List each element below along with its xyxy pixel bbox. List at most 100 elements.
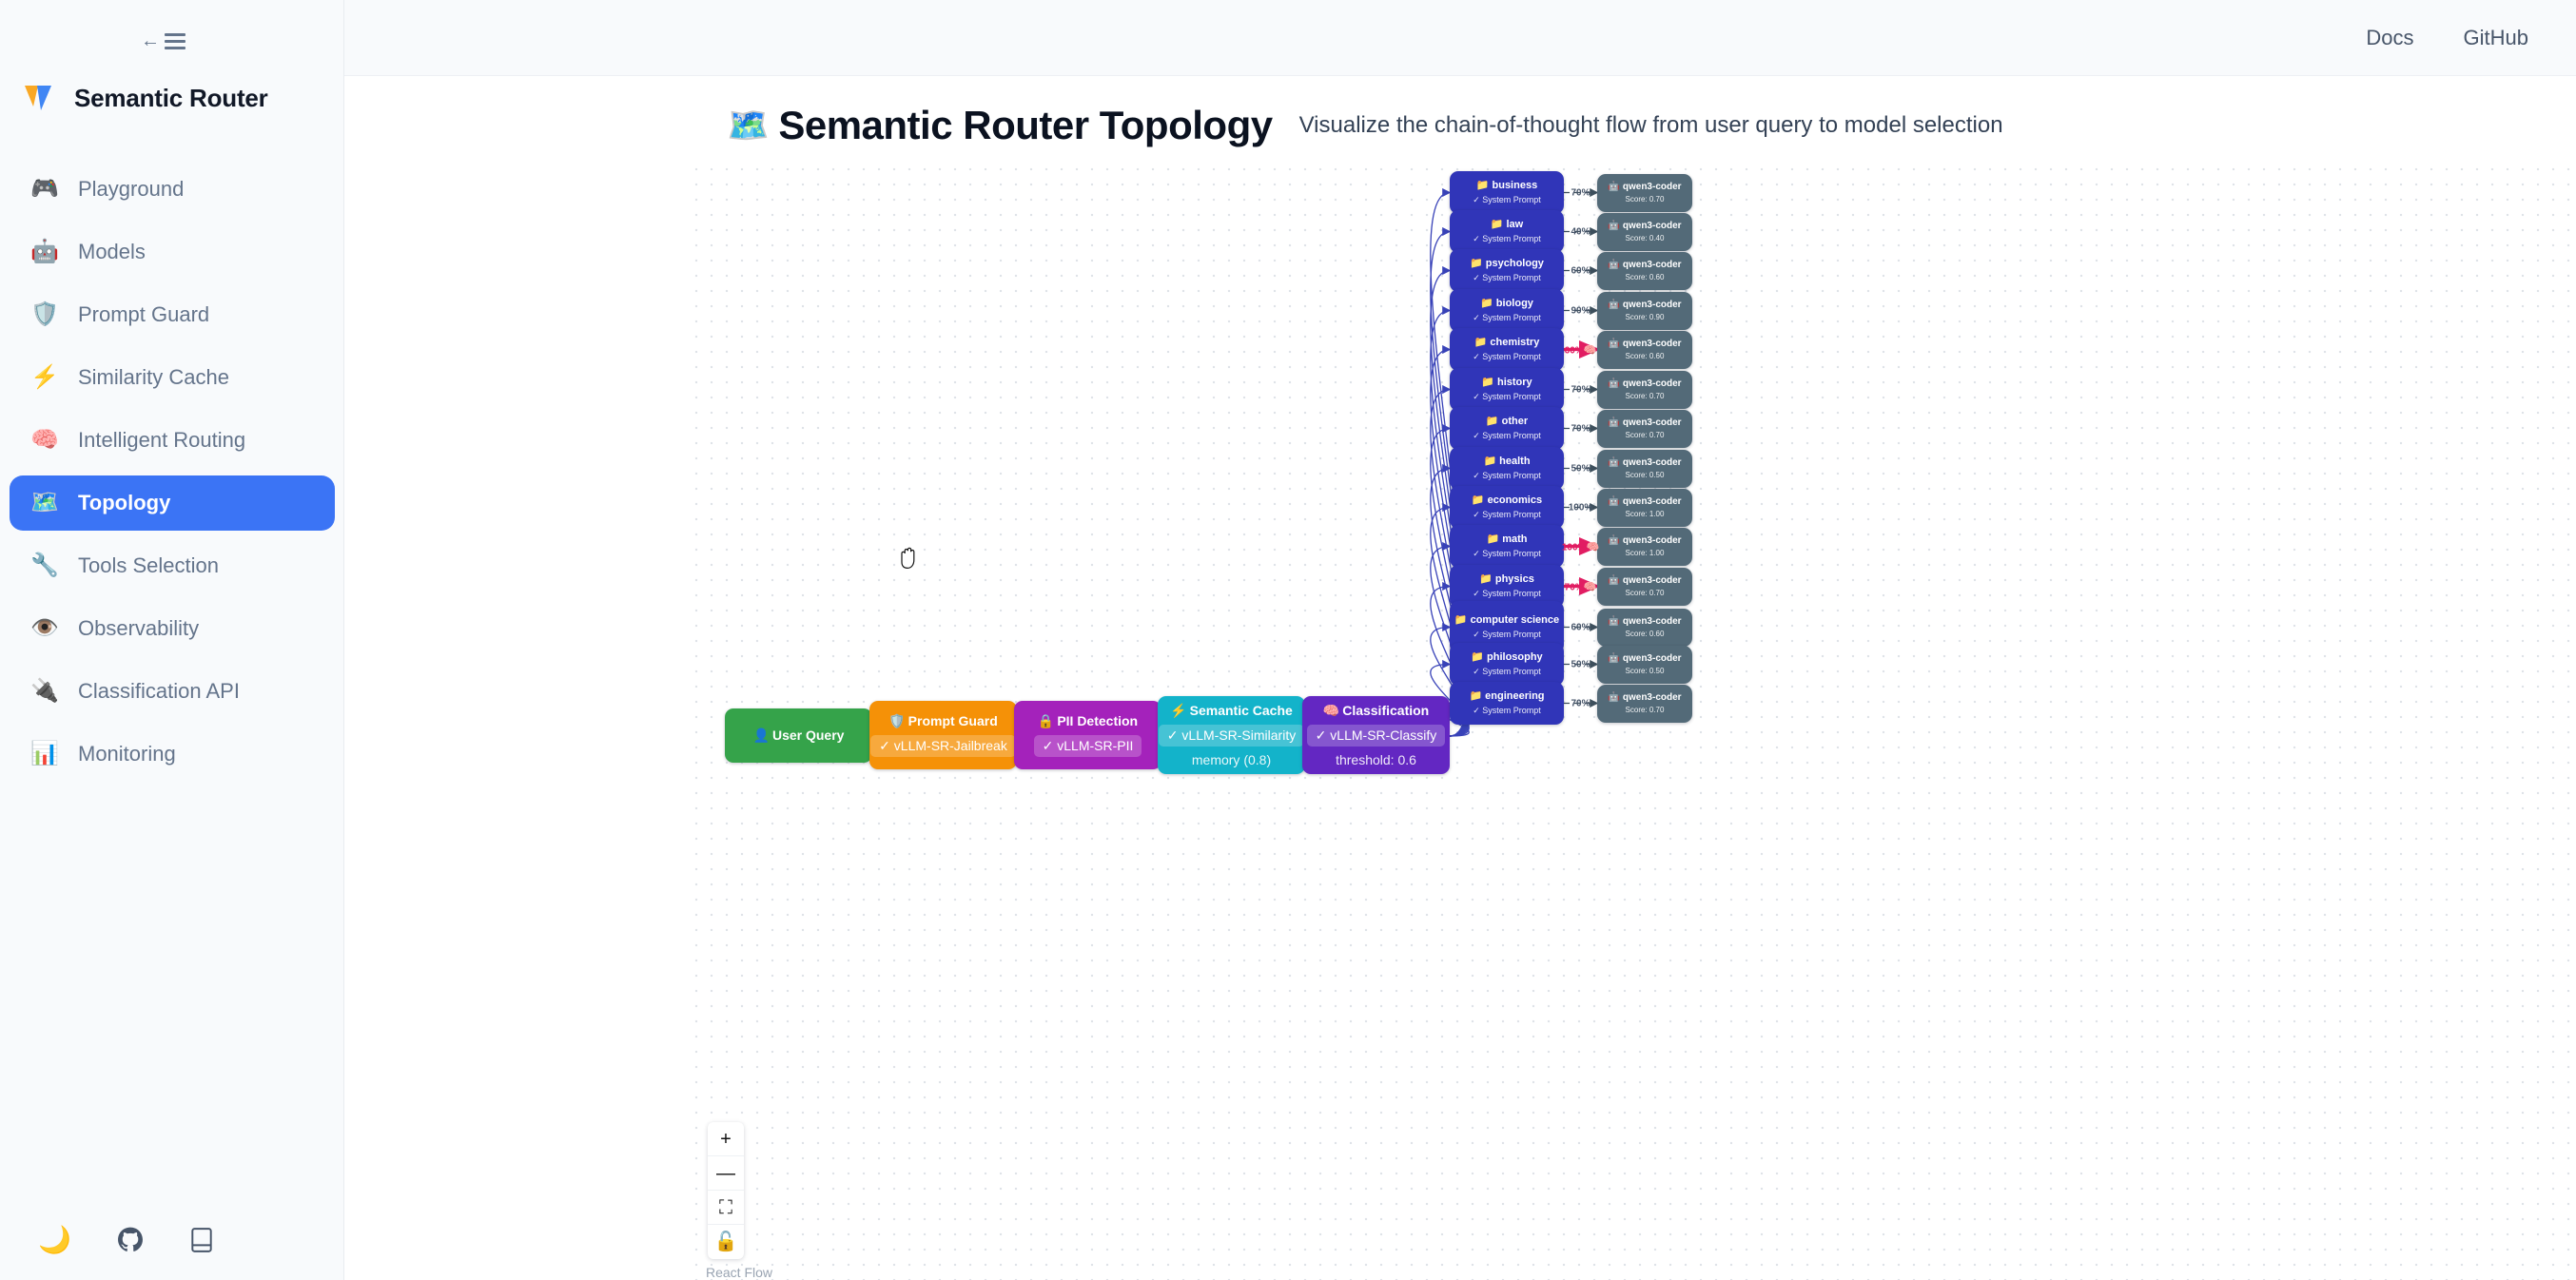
- sidebar-item-icon: 🛡️: [30, 301, 59, 327]
- node-title: 🤖qwen3-coder: [1608, 300, 1681, 311]
- node-title-text: business: [1492, 180, 1538, 192]
- sidebar-item-label: Observability: [78, 616, 200, 640]
- node-title: 🤖qwen3-coder: [1608, 378, 1681, 390]
- docs-icon[interactable]: [189, 1227, 214, 1253]
- sidebar-item-models[interactable]: 🤖 Models: [10, 224, 335, 280]
- sidebar-item-prompt-guard[interactable]: 🛡️Prompt Guard: [10, 287, 335, 342]
- topology-canvas[interactable]: 👤User Query 🛡️Prompt Guard ✓ vLLM-SR-Jailb…: [689, 162, 2576, 1280]
- sidebar-item-topology[interactable]: 🗺️Topology: [10, 475, 335, 531]
- node-title: 🤖qwen3-coder: [1608, 616, 1681, 628]
- node-category-business[interactable]: 📁business✓ System Prompt: [1450, 171, 1564, 214]
- hamburger-icon: [165, 32, 185, 49]
- node-title: 🤖qwen3-coder: [1608, 457, 1681, 469]
- sidebar-nav: 🎮Playground 🤖 Models 🛡️Prompt Guard ⚡Similar…: [10, 162, 335, 789]
- node-model-pill: ✓ vLLM-SR-Jailbreak: [870, 734, 1016, 757]
- node-title-text: qwen3-coder: [1622, 221, 1682, 232]
- fit-view-button[interactable]: ⛶: [708, 1191, 744, 1225]
- sidebar-item-label: Classification API: [78, 679, 240, 703]
- node-category-health[interactable]: 📁health✓ System Prompt: [1450, 447, 1564, 490]
- node-category-other[interactable]: 📁other ✓ System Prompt: [1450, 407, 1564, 450]
- sidebar-item-monitoring[interactable]: 📊Monitoring: [10, 727, 335, 782]
- node-category-history[interactable]: 📁history✓ System Prompt: [1450, 368, 1564, 411]
- lock-button[interactable]: 🔓: [713, 1232, 738, 1252]
- node-meta: ✓ System Prompt: [1473, 233, 1541, 243]
- node-pii[interactable]: 🔒PII Detection✓ vLLM-SR-PII: [1014, 701, 1161, 769]
- node-title: 📁computer science: [1454, 614, 1559, 627]
- sidebar: ← Semantic Router 🎮Playground🤖Models🛡️Pr…: [0, 0, 344, 1280]
- sidebar-item-label: Models: [78, 240, 146, 263]
- robot-icon: 🤖: [1608, 339, 1620, 350]
- node-meta: ✓ System Prompt: [1473, 509, 1541, 519]
- dark-mode-toggle[interactable]: 🌙: [38, 1225, 71, 1254]
- sidebar-item-similarity-cache[interactable]: ⚡Similarity Cache: [10, 350, 335, 405]
- node-category-economics[interactable]: 📁economics✓ System Prompt: [1450, 486, 1564, 529]
- node-title: 🛡️Prompt Guard: [888, 713, 998, 728]
- node-category-chemistry[interactable]: 📁chemistry✓ System Prompt: [1450, 328, 1564, 371]
- node-title-text: User Query: [771, 727, 845, 744]
- node-category-physics[interactable]: 📁physics✓ System Prompt: [1450, 565, 1564, 608]
- node-title-text: qwen3-coder: [1622, 260, 1682, 271]
- folder-icon: 📁: [1480, 298, 1493, 310]
- node-meta: threshold: 0.6: [1336, 751, 1416, 767]
- sidebar-item-playground[interactable]: 🎮Playground: [10, 162, 335, 217]
- docs-link[interactable]: Docs: [2366, 25, 2414, 49]
- github-link[interactable]: GitHub: [2463, 25, 2528, 49]
- node-title: 📁business: [1476, 180, 1537, 192]
- sidebar-item-classification-api[interactable]: 🔌Classification API: [10, 664, 335, 719]
- node-category-engineering[interactable]: 📁engineering✓ System Prompt: [1450, 682, 1564, 725]
- node-user[interactable]: 👤User Query: [725, 708, 872, 763]
- node-category-philosophy[interactable]: 📁philosophy✓ System Prompt: [1450, 643, 1564, 686]
- node-category-law[interactable]: 📁law✓ System Prompt: [1450, 210, 1564, 253]
- sidebar-item-intelligent-routing[interactable]: 🧠Intelligent Routing: [10, 413, 335, 468]
- topbar: Docs GitHub: [344, 0, 2576, 76]
- robot-icon: 🤖: [1608, 653, 1620, 665]
- robot-icon: 🤖: [1608, 457, 1620, 469]
- node-title-text: math: [1502, 533, 1528, 546]
- node-category-math[interactable]: 📁math✓ System Prompt: [1450, 525, 1564, 568]
- node-title: 🤖qwen3-coder: [1608, 260, 1681, 271]
- sidebar-item-label: Topology: [78, 491, 171, 514]
- robot-icon: 🤖: [1608, 692, 1620, 704]
- sidebar-item-icon: 🤖: [30, 239, 59, 264]
- sidebar-item-observability[interactable]: 👁️Observability: [10, 601, 335, 656]
- robot-icon: 🤖: [1608, 378, 1620, 390]
- zoom-in-button[interactable]: +: [708, 1122, 744, 1156]
- node-title: 📁history: [1481, 377, 1532, 389]
- react-flow-attribution[interactable]: React Flow: [706, 1265, 773, 1280]
- sidebar-item-icon: 🎮: [30, 176, 59, 202]
- node-meta: ✓ System Prompt: [1473, 548, 1541, 558]
- node-title: ⚡Semantic Cache: [1170, 703, 1293, 718]
- github-icon[interactable]: [117, 1227, 144, 1253]
- node-meta: ✓ System Prompt: [1473, 430, 1541, 440]
- collapse-sidebar-button[interactable]: ←: [141, 27, 192, 55]
- node-guard[interactable]: 🛡️Prompt Guard ✓ vLLM-SR-Jailbreak: [869, 701, 1017, 769]
- node-title: 📁other: [1486, 416, 1528, 428]
- zoom-out-button[interactable]: —: [708, 1156, 744, 1191]
- node-title: 🤖qwen3-coder: [1608, 417, 1681, 429]
- node-title-text: engineering: [1485, 690, 1545, 703]
- folder-icon: 📁: [1490, 219, 1504, 231]
- robot-icon: 🤖: [1608, 300, 1620, 311]
- node-category-psychology[interactable]: 📁psychology✓ System Prompt: [1450, 249, 1564, 292]
- node-title: 🤖qwen3-coder: [1608, 575, 1681, 587]
- node-category-biology[interactable]: 📁biology✓ System Prompt: [1450, 289, 1564, 332]
- logo-icon: [21, 78, 61, 118]
- sidebar-item-tools-selection[interactable]: 🔧Tools Selection: [10, 538, 335, 593]
